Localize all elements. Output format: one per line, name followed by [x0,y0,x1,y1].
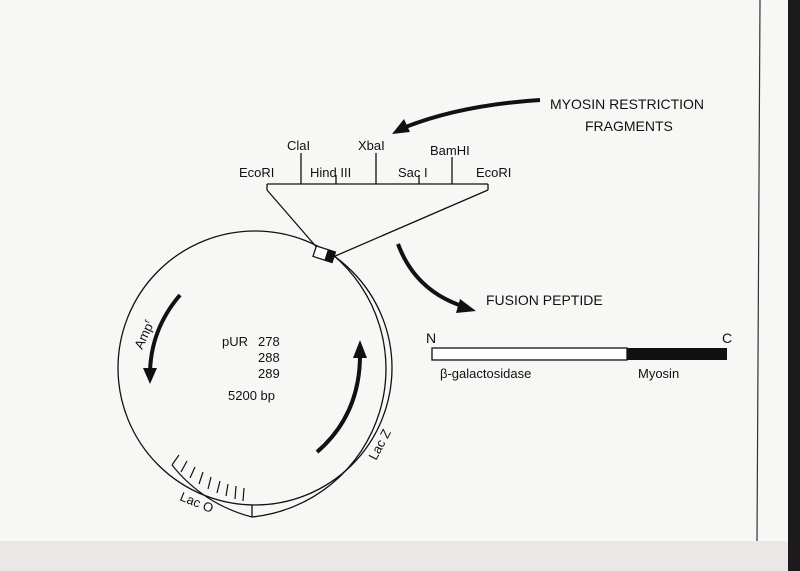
margin-line [756,0,761,542]
lacz-label: Lac Z [365,427,394,463]
myosin-arrow [402,98,541,130]
site-xbai: XbaI [358,138,385,153]
document-page [0,0,790,541]
fusion-arrowhead [456,299,476,313]
site-hindiii: Hind III [310,165,351,180]
beta-galactosidase-segment [431,347,628,361]
site-saci: Sac I [398,165,428,180]
restriction-title-1: MYOSIN RESTRICTION [550,96,704,112]
laco-label: Lac O [178,489,216,516]
fusion-title: FUSION PEPTIDE [486,292,603,308]
fusion-arrow [396,243,463,308]
amp-arrow [148,293,182,376]
plasmid-variant-289: 289 [258,366,280,381]
plasmid-variant-288: 288 [258,350,280,365]
amp-arrowhead [143,368,157,384]
plasmid-size: 5200 bp [228,388,275,403]
restriction-map [266,153,489,258]
site-ecori-left: EcoRI [239,165,274,180]
laco-region [171,454,253,518]
insert-box [312,245,337,264]
myosin-segment [627,348,727,360]
lacz-band [251,253,387,518]
myosin-arrowhead [392,119,410,134]
n-terminus-label: N [426,330,436,346]
lacz-arrow [315,354,362,454]
c-terminus-label: C [722,330,732,346]
myosin-label: Myosin [638,366,679,381]
plasmid-name: pUR [222,334,248,349]
plasmid-circle [117,230,393,506]
restriction-title-2: FRAGMENTS [585,118,673,134]
page-edge-shadow [788,0,800,571]
plasmid-variant-278: 278 [258,334,280,349]
site-clai: ClaI [287,138,310,153]
beta-galactosidase-label: β-galactosidase [440,366,531,381]
lacz-arrowhead [353,340,367,358]
site-bamhi: BamHI [430,143,470,158]
site-ecori-right: EcoRI [476,165,511,180]
